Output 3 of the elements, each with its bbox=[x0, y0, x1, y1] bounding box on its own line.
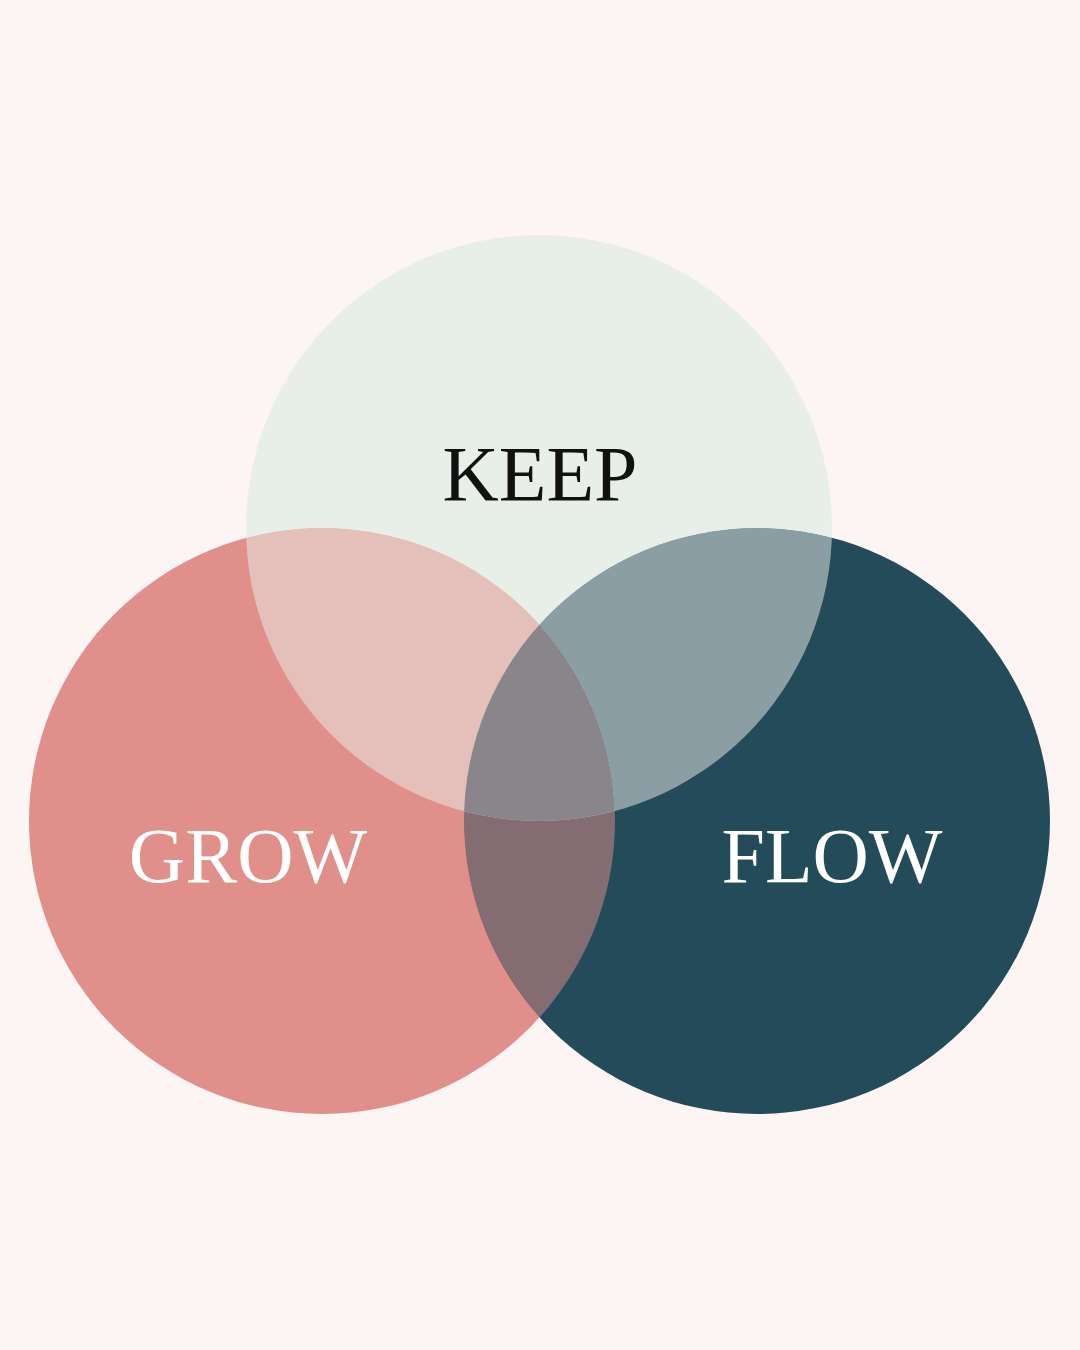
circle-label: FLOW bbox=[721, 817, 943, 895]
circle-label: KEEP bbox=[442, 435, 638, 513]
circle-label: GROW bbox=[128, 817, 368, 895]
